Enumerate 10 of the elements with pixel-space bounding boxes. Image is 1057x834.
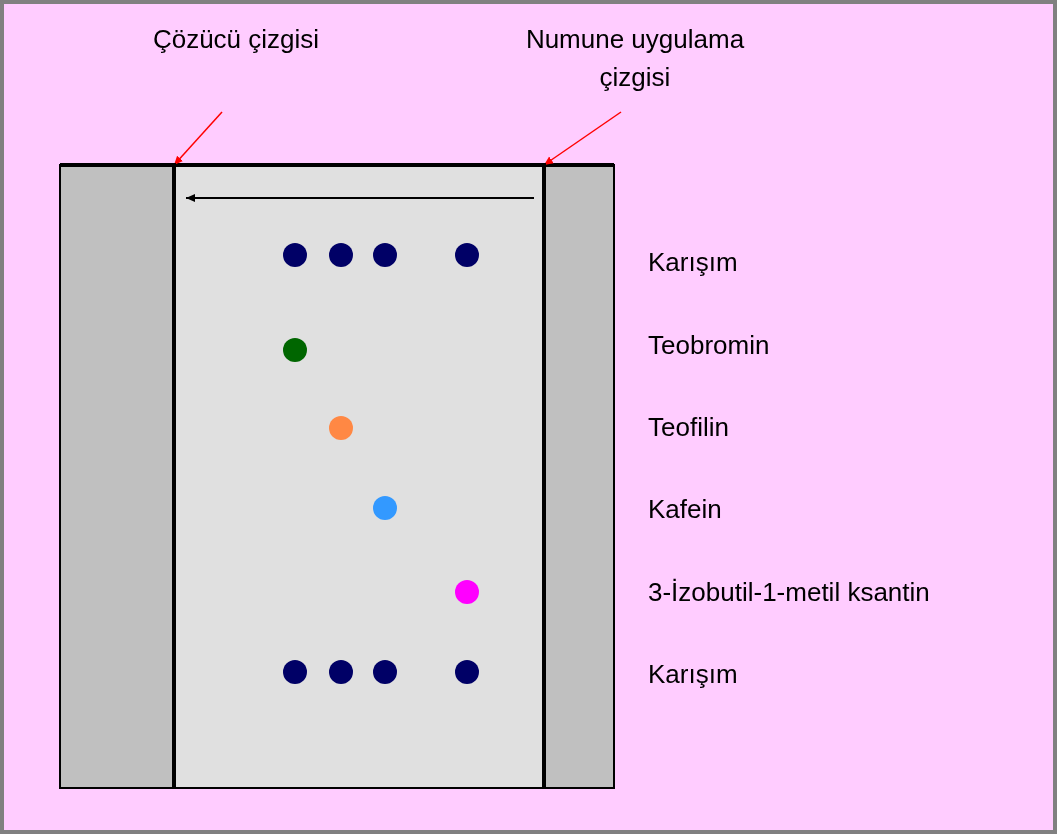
leader-line xyxy=(543,111,622,166)
leader-line xyxy=(173,111,223,166)
row-label: Karışım xyxy=(648,246,738,278)
row-label: 3-İzobutil-1-metil ksantin xyxy=(648,576,930,608)
callout-text: Numune uygulama çizgisi xyxy=(490,20,780,96)
row-label: Karışım xyxy=(648,658,738,690)
row-label: Teofilin xyxy=(648,411,729,443)
row-label: Kafein xyxy=(648,493,722,525)
callout-text: Çözücü çizgisi xyxy=(150,20,322,58)
row-label: Teobromin xyxy=(648,329,770,361)
